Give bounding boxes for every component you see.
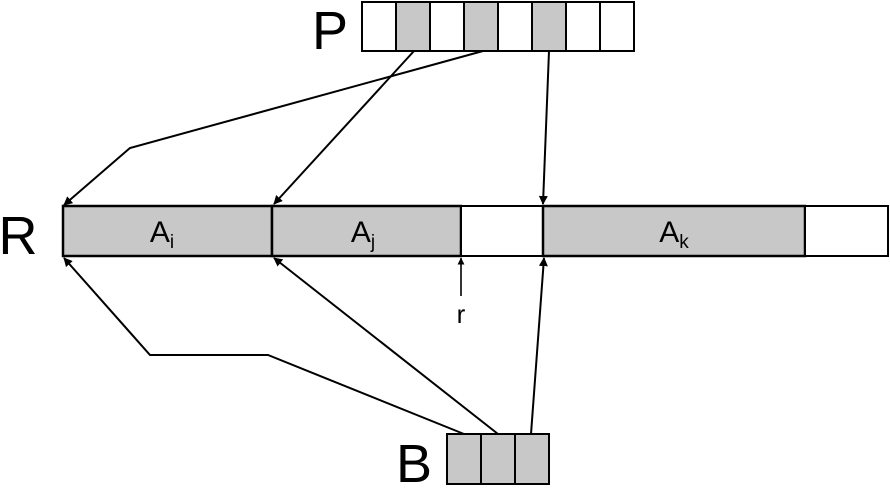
region-ak-box	[541, 204, 807, 258]
r-label: R	[0, 206, 38, 266]
p-cell-2	[429, 1, 465, 52]
region-ai-box	[61, 204, 274, 258]
b-array	[446, 433, 550, 485]
p-cell-1	[395, 1, 431, 52]
p-cell-5	[531, 1, 567, 52]
r-pointer-label: r	[457, 299, 466, 329]
p-cell-6	[565, 1, 601, 52]
p-cell-0	[361, 1, 397, 52]
b-cell-1	[480, 433, 516, 485]
arrow-p-to-ak	[538, 50, 550, 205]
b-cell-0	[446, 433, 482, 485]
b-label: B	[396, 434, 432, 488]
r-free-cell-1	[460, 205, 544, 257]
p-cell-3	[463, 1, 499, 52]
region-aj-label: Aj	[351, 216, 375, 253]
b-cell-2	[514, 433, 550, 485]
arrow-b-to-aj	[273, 257, 499, 435]
arrow-p-to-aj	[273, 50, 415, 205]
arrow-p-to-ai	[63, 50, 484, 206]
p-cell-7	[599, 1, 635, 52]
r-free-cell-2	[804, 205, 889, 257]
region-ak-label: Ak	[659, 216, 689, 253]
arrow-b-to-ai	[63, 257, 465, 435]
p-label: P	[312, 1, 348, 61]
arrow-b-to-ak	[530, 257, 548, 435]
region-aj-box	[270, 204, 463, 258]
p-array	[361, 1, 635, 52]
r-array	[61, 204, 889, 258]
region-ai-label: Ai	[150, 216, 174, 253]
p-cell-4	[497, 1, 533, 52]
